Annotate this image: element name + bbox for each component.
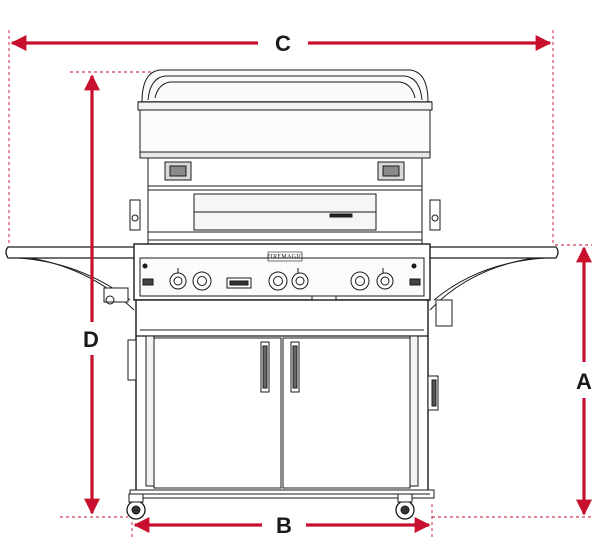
dimension-arrows [10,35,592,533]
dimension-label-b: B [276,513,292,538]
extension-lines [8,30,592,537]
dimension-label-d: D [83,327,99,352]
hood [137,69,433,159]
casters [126,493,415,520]
dimension-label-a: A [576,369,592,394]
side-shelves [5,246,559,327]
cart [127,299,439,499]
firebox [147,157,423,245]
grill-drawing: FIREMAGIC [5,69,559,520]
brand-nameplate: FIREMAGIC [267,254,303,260]
dimension-labels: C D A B [83,31,592,538]
right-door [282,337,411,489]
left-door [153,337,282,489]
hinge-brackets [129,199,441,231]
burner-knobs [169,268,394,291]
dimension-label-c: C [275,31,291,56]
